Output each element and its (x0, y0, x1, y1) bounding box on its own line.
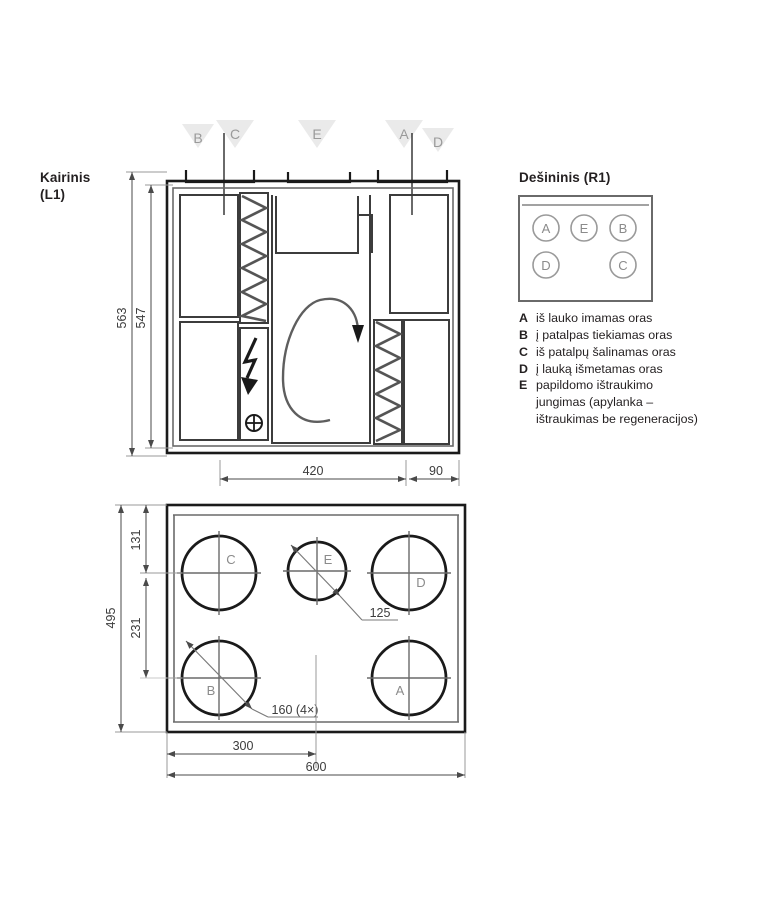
dim-label-547: 547 (134, 308, 148, 329)
port-marker-label: B (193, 130, 202, 146)
dim-label-495: 495 (104, 608, 118, 629)
top-view-port-b: B (177, 636, 261, 720)
legend-key: C (519, 344, 528, 359)
port-marker-a: A (385, 120, 423, 148)
right-view-port-label: A (542, 221, 551, 236)
right-view-title: Dešininis (R1) (519, 170, 611, 185)
port-marker-d: D (422, 128, 454, 152)
legend-continuation-1: jungimas (apylanka – (536, 395, 654, 410)
lightning-bolt-icon (242, 337, 258, 379)
front-view-casing (165, 179, 461, 455)
right-view-port-d: D (532, 251, 560, 279)
dim-label-300: 300 (233, 739, 254, 753)
dim-label-160: 160 (4×) (272, 703, 319, 717)
extract-fan-chamber (179, 321, 239, 441)
dim-label-600: 600 (306, 760, 327, 774)
top-view-port-label: D (416, 575, 425, 590)
dim-label-563: 563 (115, 308, 129, 329)
right-view-port-e: E (570, 214, 598, 242)
rotary-arrow-head (352, 325, 364, 343)
filter-lower-right-media (373, 320, 404, 443)
legend-list: A iš lauko imamas oras B į patalpas tiek… (519, 310, 754, 428)
dim-label-90: 90 (429, 464, 443, 478)
heater-arrow-icon (241, 377, 258, 395)
right-view-port-label: E (580, 221, 589, 236)
legend-text: į patalpas tiekiamas oras (536, 327, 673, 342)
right-upper-chamber (389, 194, 449, 314)
legend-key: E (519, 378, 528, 393)
legend-text: iš lauko imamas oras (536, 311, 653, 325)
top-view-port-label: E (324, 552, 333, 567)
right-view-port-b: B (609, 214, 637, 242)
top-view-port-d: D (367, 531, 451, 615)
dia-leader-160-kink (251, 708, 269, 718)
rotary-arrow-path (281, 297, 360, 423)
right-view-port-label: D (541, 258, 550, 273)
right-view-port-label: C (618, 258, 627, 273)
front-view-title: Kairinis (L1) (40, 170, 90, 204)
dim-label-231: 231 (129, 618, 143, 639)
right-lower-chamber (403, 319, 450, 445)
legend-key: B (519, 327, 528, 342)
top-view-port-a: A (367, 636, 451, 720)
port-marker-label: E (312, 126, 321, 142)
legend-item: E papildomo ištraukimo (519, 377, 754, 394)
top-view-port-label: B (207, 683, 216, 698)
rotary-exchanger-chamber (271, 195, 371, 444)
dia-leader-125-kink (339, 595, 363, 621)
front-view-title-line1: Kairinis (40, 170, 91, 185)
legend-text: iš patalpų šalinamas oras (536, 344, 676, 359)
exchanger-upper-box (275, 196, 359, 254)
legend-item: D į lauką išmetamas oras (519, 361, 754, 378)
dia-leader-125-diagonal (290, 544, 341, 597)
legend-item: C iš patalpų šalinamas oras (519, 344, 754, 361)
dim-label-125: 125 (370, 606, 391, 620)
right-view-port-label: B (619, 221, 628, 236)
electric-heater-box (239, 327, 269, 441)
top-view-port-label: A (396, 683, 405, 698)
legend-key: A (519, 311, 528, 325)
port-marker-label: C (230, 126, 240, 142)
top-view-port-c: C (177, 531, 261, 615)
legend-key: D (519, 361, 528, 376)
dia-leader-160-diagonal (185, 640, 253, 710)
dim-label-131: 131 (129, 530, 143, 551)
port-marker-b: B (182, 124, 214, 148)
top-view-port-label: C (226, 552, 235, 567)
right-view-casing (518, 195, 653, 302)
front-view-casing-inner (172, 187, 454, 447)
supply-fan-chamber (179, 194, 239, 318)
port-marker-e: E (298, 120, 336, 148)
right-view-port-c: C (609, 251, 637, 279)
right-view-port-a: A (532, 214, 560, 242)
legend-continuation-2: ištraukimas be regeneracijos) (536, 412, 698, 427)
port-marker-label: A (399, 126, 409, 142)
legend-text: papildomo ištraukimo (536, 378, 654, 393)
filter-upper-left-frame (239, 192, 269, 324)
legend-item: A iš lauko imamas oras (519, 310, 754, 327)
legend-text: į lauką išmetamas oras (536, 361, 663, 376)
port-marker-label: D (433, 134, 443, 150)
exchanger-upper-notch (358, 214, 373, 253)
port-marker-c: C (216, 120, 254, 148)
dim-label-420: 420 (303, 464, 324, 478)
legend-item: B į patalpas tiekiamas oras (519, 327, 754, 344)
front-view-title-line2: (L1) (40, 186, 66, 202)
filter-upper-left-media (238, 194, 269, 323)
